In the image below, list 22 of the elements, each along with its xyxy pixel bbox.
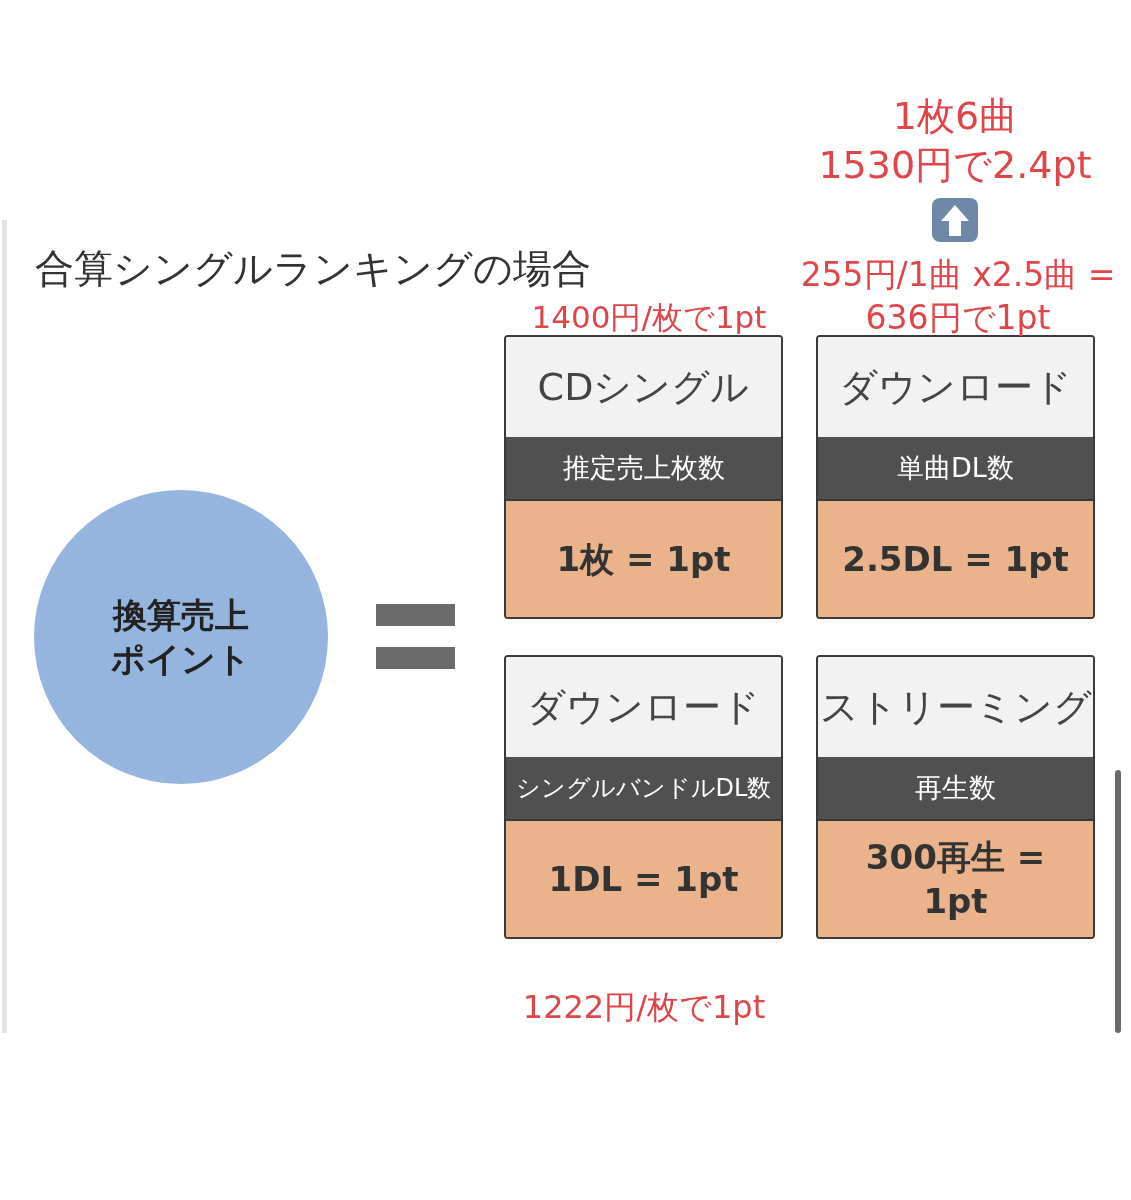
rate-band: 300再生 = 1pt <box>818 819 1093 937</box>
ranking-card <box>816 335 1095 619</box>
heading: 合算シングルランキングの場合 <box>35 245 591 293</box>
measure-band: シングルバンドルDL数 <box>506 757 781 819</box>
ranking-card <box>504 655 783 939</box>
measure-band: 推定売上枚数 <box>506 437 781 499</box>
annotation-note: 1400円/枚で1pt <box>530 300 768 335</box>
category-header: ストリーミング <box>818 657 1093 759</box>
category-header: ダウンロード <box>506 657 781 759</box>
measure-band: 再生数 <box>818 757 1093 819</box>
annotation-note: 1枚6曲 1530円で2.4pt <box>817 93 1093 190</box>
rate-band: 1DL = 1pt <box>506 819 781 937</box>
annotation-note: 255円/1曲 x2.5曲 = 636円で1pt <box>800 254 1116 339</box>
rate-band: 2.5DL = 1pt <box>818 499 1093 617</box>
annotation-note: 1222円/枚で1pt <box>521 990 767 1026</box>
measure-band: 単曲DL数 <box>818 437 1093 499</box>
ranking-card <box>816 655 1095 939</box>
category-header: ダウンロード <box>818 337 1093 439</box>
point-circle: 換算売上ポイント <box>34 490 328 784</box>
category-header: CDシングル <box>506 337 781 439</box>
rate-band: 1枚 = 1pt <box>506 499 781 617</box>
ranking-card <box>504 335 783 619</box>
